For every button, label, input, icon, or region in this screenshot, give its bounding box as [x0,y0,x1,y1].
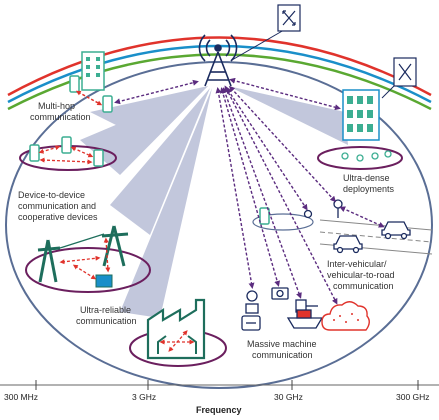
building-icon [81,51,105,91]
frequency-axis: 300 MHz 3 GHz 30 GHz 300 GHz Frequency [0,380,439,415]
router-icon-right [381,57,417,99]
phone-icon [259,207,270,225]
d2d-label: cooperative devices [18,212,98,222]
multihop-label: Multi-hop [38,101,75,111]
phone-icon [93,149,104,167]
solar-panel-icon [95,274,113,288]
multihop-label: communication [30,112,91,122]
phone-icon [102,95,113,113]
phone-icon [29,144,40,162]
urc-ring [25,247,151,293]
tick-3ghz: 3 GHz [132,392,156,402]
phone-icon [61,136,72,154]
d2d-group: Device-to-device communication and coope… [18,136,117,222]
multihop-group: Multi-hop communication [30,51,199,122]
tick-30ghz: 30 GHz [274,392,303,402]
car-icon [333,235,363,254]
beam-urc [110,88,210,235]
router-icon-top [231,4,301,61]
mmc-group: Massive machine communication [215,85,370,360]
cell-tower-icon [198,34,238,87]
d2d-label: communication and [18,201,96,211]
sensor-icon [303,209,313,219]
tick-300mhz: 300 MHz [4,392,38,402]
v2x-label: Inter-vehicular/ [327,259,387,269]
urc-label: Ultra-reliable [80,305,131,315]
factory-group [129,298,227,367]
v2x-label: communication [333,281,394,291]
small-cell-icon [341,150,392,162]
cloud-icon [321,301,370,331]
mmc-label: communication [252,350,313,360]
camera-icon [271,287,289,300]
urc-group: Ultra-reliable communication [25,225,151,326]
smart-meter-icon [241,315,261,331]
phone-icon [69,75,80,93]
mmc-label: Massive machine [247,339,317,349]
ship-icon [286,309,324,329]
roadside-unit-icon [333,199,343,209]
car-icon [381,221,411,240]
ultradense-label: Ultra-dense [343,173,390,183]
v2x-label: vehicular-to-road [327,270,395,280]
urc-label: communication [76,316,137,326]
robot-arm-icon [157,335,197,354]
axis-title: Frequency [196,405,242,415]
tick-300ghz: 300 GHz [396,392,430,402]
d2d-label: Device-to-device [18,190,85,200]
ultradense-label: deployments [343,184,395,194]
arc-red [7,36,432,97]
